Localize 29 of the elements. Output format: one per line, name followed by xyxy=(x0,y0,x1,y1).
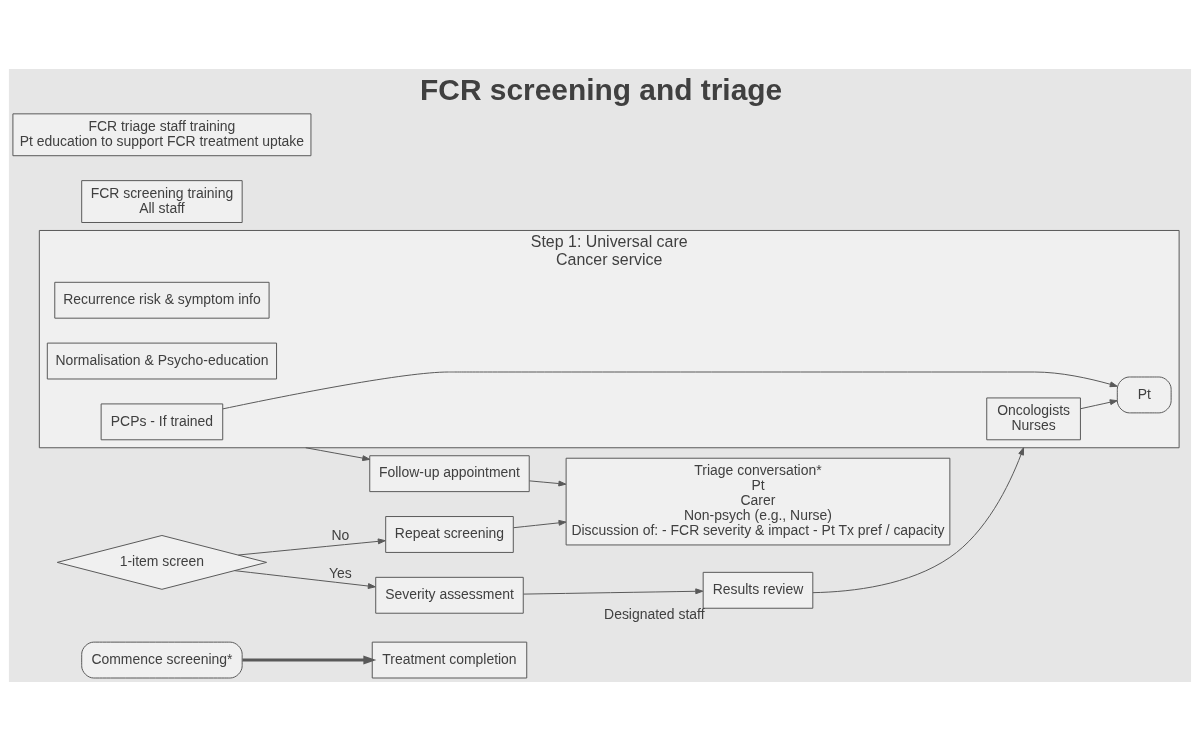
arrow xyxy=(237,537,386,555)
node-box: Pt xyxy=(1116,376,1172,413)
arrow xyxy=(812,446,1025,593)
node-box: Oncologists Nurses xyxy=(986,396,1081,440)
arrow xyxy=(222,371,1118,409)
node-box: Follow-up appointment xyxy=(369,454,530,492)
node-box: Severity assessment xyxy=(375,576,524,614)
node-label: Designated staff xyxy=(604,605,705,622)
arrow xyxy=(242,655,377,665)
node-box: Triage conversation* Pt Carer Non-psych (e.g., Nurse) Discussion of: - FCR severity & impact - Pt Tx pref / capacity xyxy=(565,457,951,545)
edge-label: Yes xyxy=(328,564,352,581)
node-box: Recurrence risk & symptom info xyxy=(54,281,270,319)
node-box: Treatment completion xyxy=(371,641,528,678)
node-box: Normalisation & Psycho-education xyxy=(46,342,278,379)
node-box: Results review xyxy=(702,571,814,609)
edge-label: No xyxy=(331,526,350,543)
arrow xyxy=(305,446,371,461)
node-diamond: 1-item screen xyxy=(56,534,268,590)
node-box: Repeat screening xyxy=(385,515,514,553)
node-box: PCPs - If trained xyxy=(100,402,224,440)
arrow xyxy=(528,479,567,486)
node-box: Commence screening* xyxy=(81,641,243,678)
diagram-title: FCR screening and triage xyxy=(420,72,783,106)
arrow xyxy=(234,569,376,589)
node-box: FCR triage staff training Pt education to support FCR treatment uptake xyxy=(12,112,312,156)
arrow xyxy=(513,519,567,528)
arrow xyxy=(1080,398,1118,409)
node-box: FCR screening training All staff xyxy=(81,179,243,223)
arrow xyxy=(523,587,704,595)
